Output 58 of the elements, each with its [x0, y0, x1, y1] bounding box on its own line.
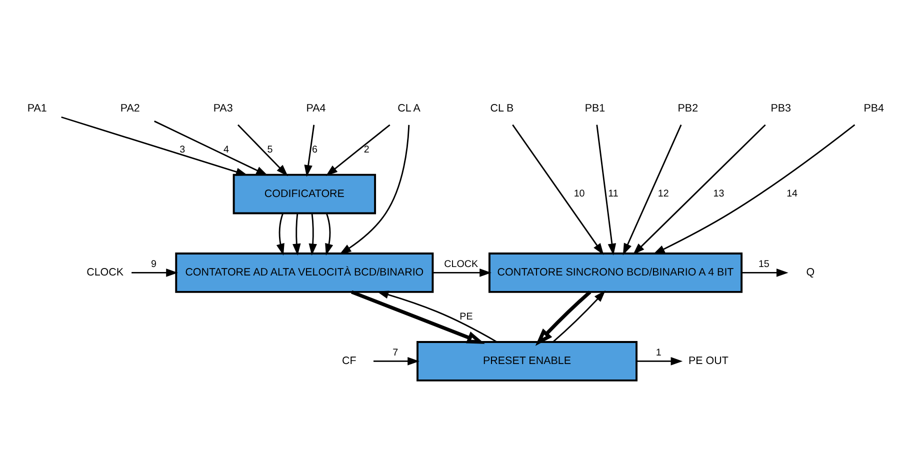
node-box: CODIFICATORE	[232, 173, 376, 214]
arrow	[132, 268, 178, 276]
arrow	[292, 212, 301, 256]
edge-label: 13	[713, 188, 724, 200]
arrow	[325, 212, 334, 255]
node-text: PB3	[770, 102, 792, 114]
arrow	[632, 124, 766, 254]
arrow	[326, 124, 390, 176]
arrow	[432, 268, 492, 276]
arrow	[339, 124, 410, 254]
edge-label: 15	[758, 258, 770, 270]
arrow	[308, 212, 317, 256]
arrow	[622, 124, 682, 255]
arrow	[304, 124, 315, 176]
edge-label: 12	[658, 188, 669, 200]
arrow	[350, 290, 485, 344]
edge-label: 10	[574, 188, 585, 200]
arrow	[552, 290, 606, 342]
node-text: PA2	[120, 102, 140, 114]
node-text: Q	[806, 266, 815, 278]
edge-label: 11	[608, 188, 618, 200]
edge-label: 9	[151, 258, 157, 270]
arrow	[636, 356, 683, 365]
edge-label: PE	[460, 310, 473, 322]
arrow	[276, 212, 284, 255]
arrow	[535, 290, 592, 346]
arrow	[512, 124, 604, 255]
edge-label: 5	[267, 144, 273, 155]
node-text: PA3	[213, 102, 233, 114]
node-box: CONTATORE SINCRONO BCD/BINARIO A 4 BIT	[488, 252, 743, 292]
edge-label: 1	[656, 347, 662, 358]
edge-label: 4	[223, 144, 229, 155]
arrow	[596, 124, 616, 255]
node-text: CLOCK	[86, 266, 124, 278]
node-box: PRESET ENABLE	[416, 340, 638, 381]
node-text: PB1	[584, 102, 606, 114]
arrow	[376, 290, 498, 342]
edge-label: 7	[392, 347, 398, 358]
edge-label: 3	[180, 144, 186, 155]
edge-label: 14	[786, 188, 798, 200]
arrow	[237, 124, 288, 176]
arrow	[61, 116, 248, 176]
edge-label: 2	[364, 144, 370, 155]
node-text: CL A	[398, 102, 420, 114]
node-text: CL B	[490, 102, 514, 114]
arrow	[373, 356, 420, 365]
node-text: CF	[342, 354, 356, 366]
arrow	[742, 268, 788, 276]
node-text: PA1	[27, 102, 47, 114]
node-text: PB4	[864, 102, 884, 114]
edge-label: CLOCK	[444, 258, 478, 270]
node-text: PB2	[678, 102, 698, 114]
node-text: PA4	[306, 102, 326, 114]
edge-label: 6	[312, 144, 318, 155]
node-box: CONTATORE AD ALTA VELOCITÀ BCD/BINARIO	[175, 252, 434, 292]
arrow	[653, 124, 856, 254]
arrow	[154, 120, 268, 176]
node-text: PE OUT	[688, 354, 728, 366]
